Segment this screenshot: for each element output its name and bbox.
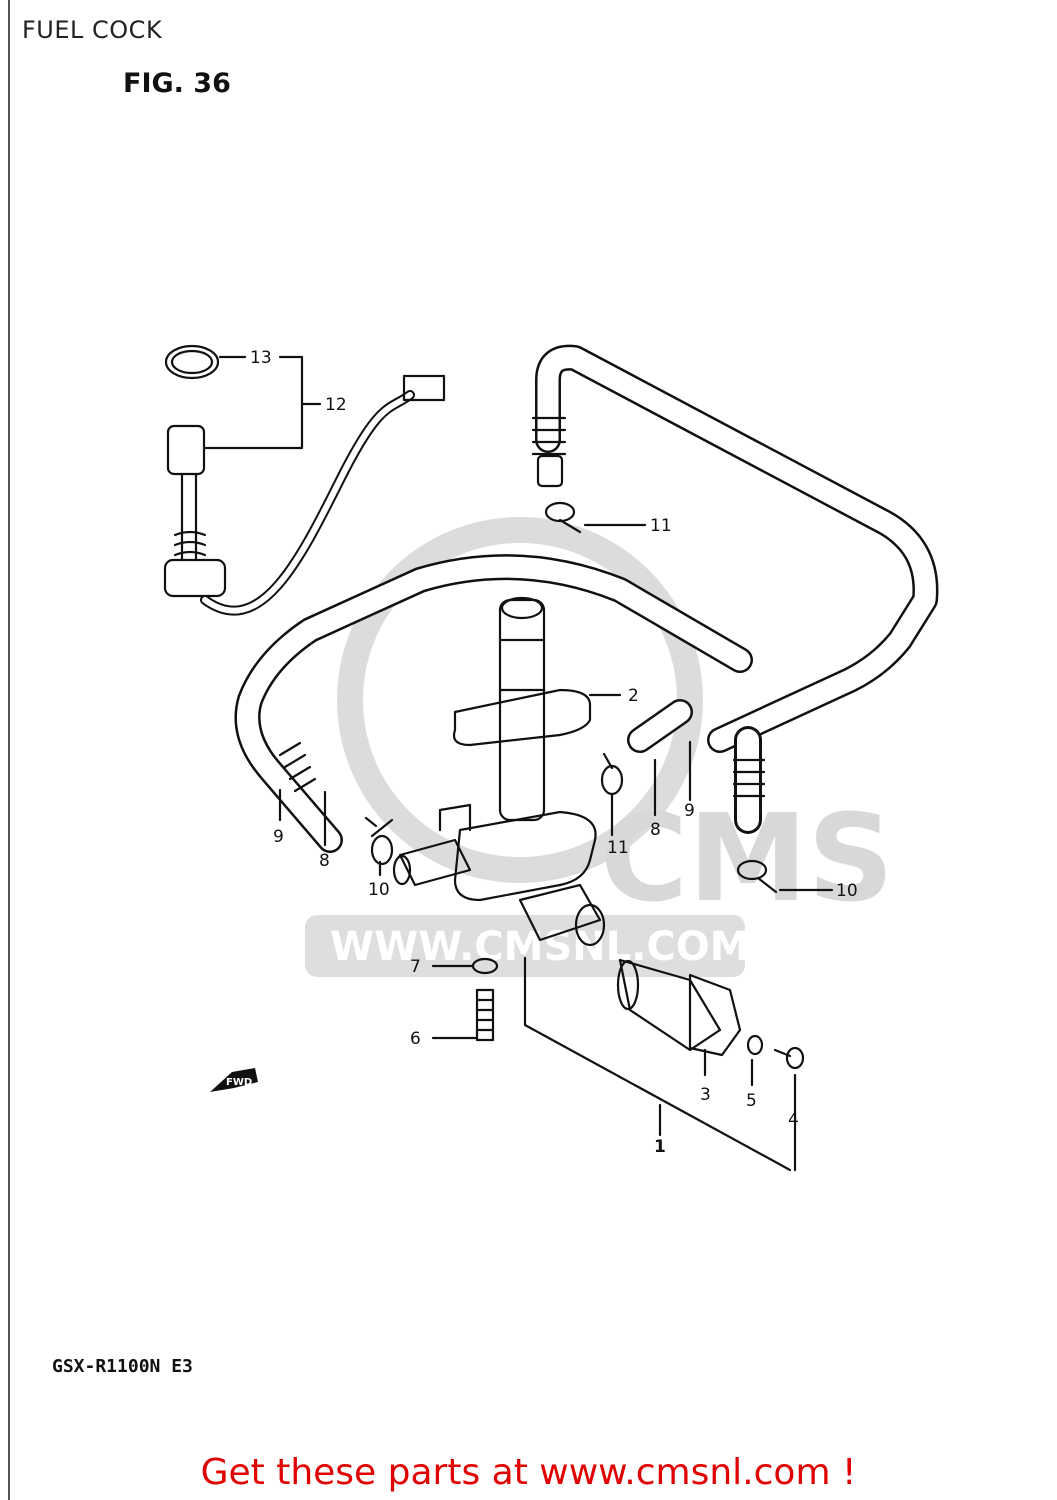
cta-link[interactable]: Get these parts at www.cmsnl.com ! xyxy=(200,1452,857,1493)
clip-10b xyxy=(736,859,768,881)
callout-8-left: 8 xyxy=(319,851,330,871)
watermark: CMS WWW.CMSNL.COM xyxy=(305,517,894,977)
callout-5: 5 xyxy=(746,1091,757,1111)
connector xyxy=(402,374,446,402)
callout-12: 12 xyxy=(325,395,347,415)
callout-4: 4 xyxy=(788,1110,799,1130)
callout-8-right: 8 xyxy=(650,820,661,840)
clip-11a xyxy=(544,501,576,523)
callout-11-top: 11 xyxy=(650,516,672,536)
page-title: FUEL COCK xyxy=(22,16,163,44)
callout-6: 6 xyxy=(410,1029,421,1049)
callout-1: 1 xyxy=(654,1137,666,1157)
forward-indicator-label: FWD xyxy=(226,1077,252,1088)
washer-5 xyxy=(746,1034,764,1056)
model-code: GSX-R1100N E3 xyxy=(52,1356,193,1377)
o-ring-13 xyxy=(164,344,220,380)
footer-cta: Get these parts at www.cmsnl.com ! xyxy=(0,1452,1057,1493)
callout-11-mid: 11 xyxy=(607,838,629,858)
clip-10a xyxy=(370,834,394,866)
callout-10-right: 10 xyxy=(836,881,858,901)
callout-10-left: 10 xyxy=(368,880,390,900)
left-margin-rule xyxy=(8,0,10,1500)
callout-2: 2 xyxy=(628,686,639,706)
bolt-6 xyxy=(475,988,495,1042)
callout-9-right: 9 xyxy=(684,801,695,821)
callout-3: 3 xyxy=(700,1085,711,1105)
callout-13: 13 xyxy=(250,348,272,368)
callout-7: 7 xyxy=(410,957,421,977)
forward-indicator: FWD xyxy=(210,1068,258,1092)
fuel-cock-lever-3 xyxy=(616,958,742,1057)
fuel-cock-gasket-2 xyxy=(452,688,592,747)
callout-9-left: 9 xyxy=(273,827,284,847)
fuel-cock-body xyxy=(392,596,606,947)
figure-label: FIG. 36 xyxy=(123,68,231,99)
watermark-url: WWW.CMSNL.COM xyxy=(330,924,750,970)
fuel-level-sender xyxy=(163,424,227,598)
